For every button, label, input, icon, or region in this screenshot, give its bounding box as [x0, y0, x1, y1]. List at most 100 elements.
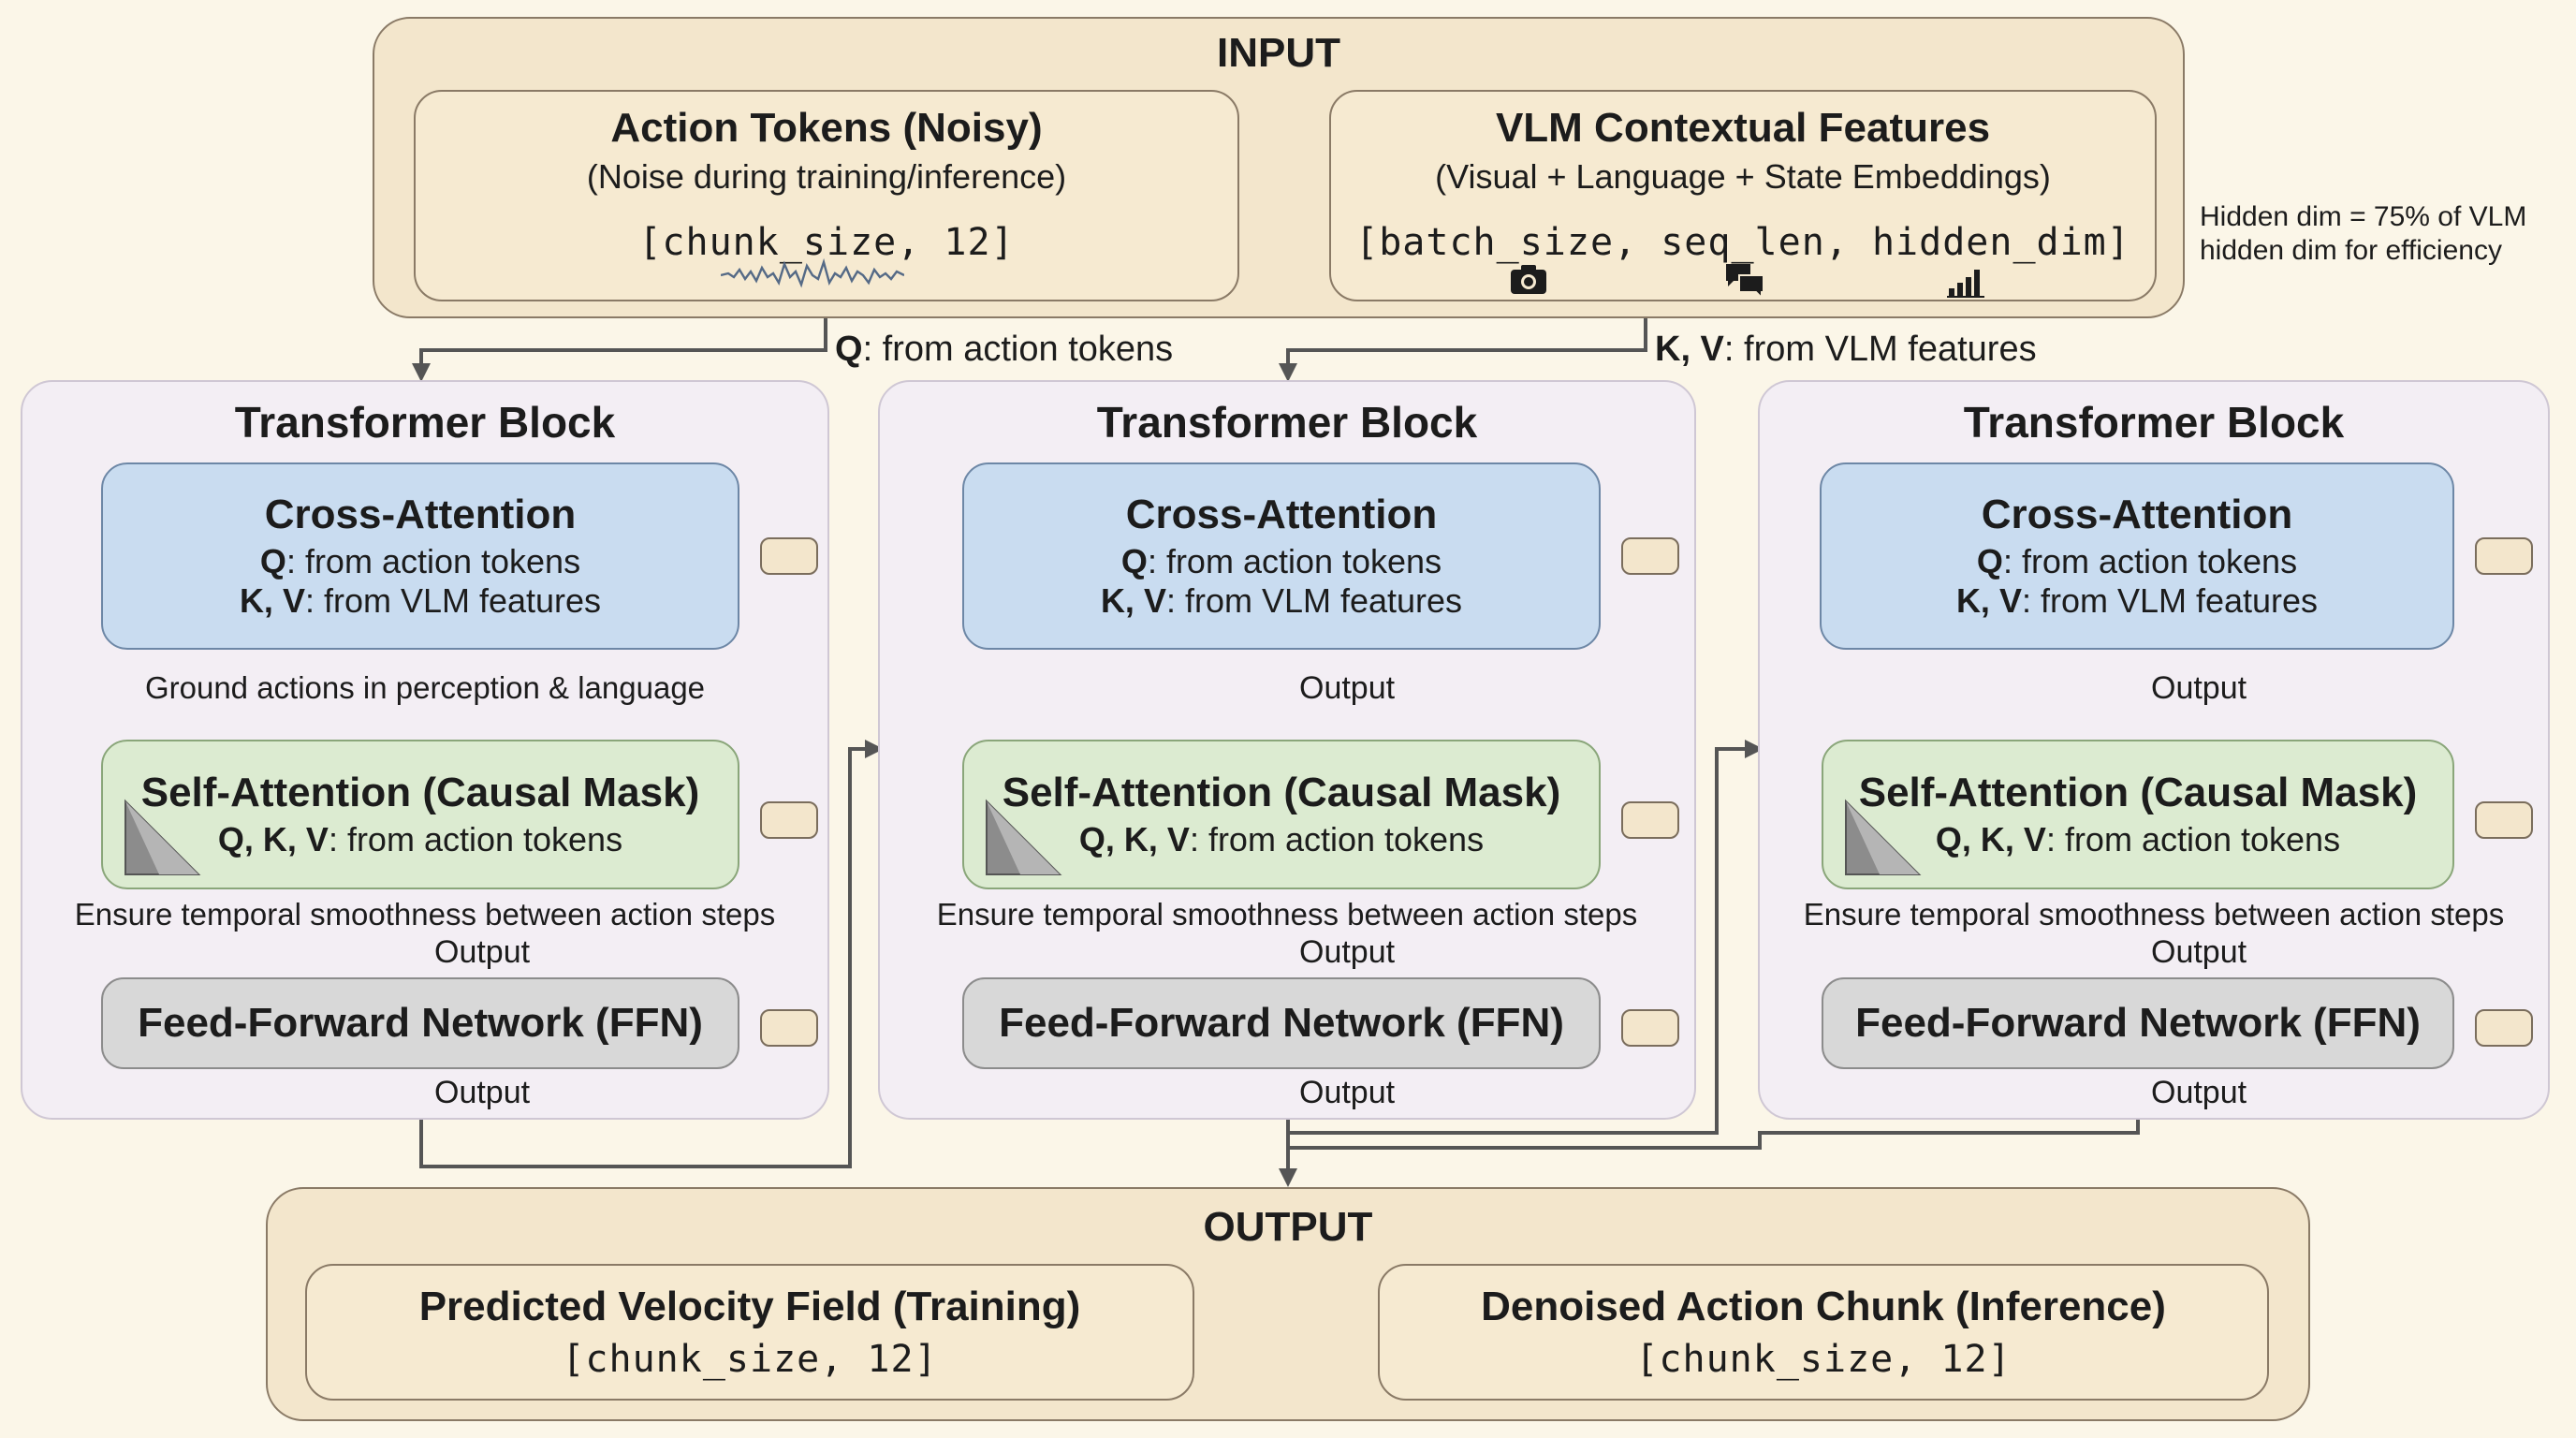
- block-1-cross-q: Q: from action tokens: [260, 542, 580, 581]
- block-2-cross-kv-rest: : from VLM features: [1165, 581, 1463, 620]
- block-1-title: Transformer Block: [234, 398, 616, 447]
- block-2-self-qkv-rest: : from action tokens: [1189, 820, 1485, 858]
- denoised-chunk-shape: [chunk_size, 12]: [1635, 1338, 2012, 1381]
- block-3-self-qkv-bold: Q, K, V: [1935, 820, 2046, 858]
- action-tokens-title: Action Tokens (Noisy): [610, 105, 1043, 151]
- block-3-ffn-title: Feed-Forward Network (FFN): [1855, 1000, 2421, 1046]
- block-3-output-label-2: Output: [2151, 1075, 2247, 1110]
- block-1-ffn: Feed-Forward Network (FFN): [101, 977, 739, 1069]
- block-2-cross-kv-bold: K, V: [1100, 581, 1166, 620]
- block-1-residual-node-2: [760, 801, 818, 839]
- action-tokens-subtitle: (Noise during training/inference): [586, 157, 1067, 196]
- block-2-between-label: Output: [1299, 670, 1396, 706]
- block-1-cross-attention: Cross-Attention Q: from action tokens K,…: [101, 462, 739, 650]
- block-3-cross-kv-bold: K, V: [1955, 581, 2022, 620]
- vlm-features-title: VLM Contextual Features: [1495, 105, 1991, 151]
- block-2-cross-q: Q: from action tokens: [1121, 542, 1442, 581]
- block-1-residual-node-1: [760, 537, 818, 575]
- block-1-self-qkv-rest: : from action tokens: [328, 820, 623, 858]
- block-2-output-label-1: Output: [1299, 934, 1396, 970]
- block-3-cross-kv-rest: : from VLM features: [2021, 581, 2319, 620]
- block-1-ffn-title: Feed-Forward Network (FFN): [138, 1000, 703, 1046]
- block-3-output-label-1: Output: [2151, 934, 2247, 970]
- block-2-cross-attention: Cross-Attention Q: from action tokens K,…: [962, 462, 1601, 650]
- block-1-residual-node-3: [760, 1009, 818, 1047]
- block-3-residual-node-1: [2475, 537, 2533, 575]
- kv-connector-label: K, V: from VLM features: [1655, 330, 2037, 370]
- denoised-chunk-box: Denoised Action Chunk (Inference) [chunk…: [1378, 1264, 2269, 1401]
- block-2-self-title: Self-Attention (Causal Mask): [1002, 770, 1561, 815]
- velocity-field-box: Predicted Velocity Field (Training) [chu…: [305, 1264, 1194, 1401]
- block-2-cross-q-rest: : from action tokens: [1147, 542, 1442, 580]
- input-title: INPUT: [1217, 30, 1340, 76]
- block-1-cross-q-bold: Q: [259, 542, 286, 580]
- block-3-title: Transformer Block: [1963, 398, 2345, 447]
- kv-connector-label-bold: K, V: [1655, 330, 1724, 369]
- hidden-dim-note-line2: hidden dim for efficiency: [2200, 235, 2502, 266]
- block-2-title: Transformer Block: [1096, 398, 1478, 447]
- block-2-self-attention: Self-Attention (Causal Mask) Q, K, V: fr…: [962, 740, 1601, 889]
- vlm-features-shape: [batch_size, seq_len, hidden_dim]: [1355, 221, 2130, 264]
- block-2-causal-mask-icon: [986, 799, 1062, 875]
- block-3-residual-node-2: [2475, 801, 2533, 839]
- block-3-self-qkv: Q, K, V: from action tokens: [1936, 820, 2340, 859]
- action-tokens-box: Action Tokens (Noisy) (Noise during trai…: [414, 90, 1239, 301]
- block-1-cross-kv: K, V: from VLM features: [240, 581, 601, 621]
- block-2-self-qkv-bold: Q, K, V: [1078, 820, 1190, 858]
- block-1-causal-mask-icon: [124, 799, 201, 875]
- block-1-cross-kv-bold: K, V: [239, 581, 305, 620]
- block-3-residual-node-3: [2475, 1009, 2533, 1047]
- hidden-dim-note-line1: Hidden dim = 75% of VLM: [2200, 201, 2527, 232]
- block-3-self-title: Self-Attention (Causal Mask): [1858, 770, 2418, 815]
- output-title: OUTPUT: [1203, 1204, 1373, 1250]
- velocity-field-shape: [chunk_size, 12]: [562, 1338, 938, 1381]
- block-1-cross-kv-rest: : from VLM features: [304, 581, 602, 620]
- block-1-cross-title: Cross-Attention: [264, 492, 577, 537]
- chat-icon: [1726, 264, 1764, 298]
- block-2-residual-node-3: [1621, 1009, 1679, 1047]
- block-1-self-qkv: Q, K, V: from action tokens: [218, 820, 622, 859]
- block-1-cross-q-rest: : from action tokens: [285, 542, 581, 580]
- block-3-ffn: Feed-Forward Network (FFN): [1822, 977, 2454, 1069]
- signal-bars-icon: [1947, 270, 1984, 298]
- block-2-residual-node-2: [1621, 801, 1679, 839]
- block-3-self-attention: Self-Attention (Causal Mask) Q, K, V: fr…: [1822, 740, 2454, 889]
- kv-connector-label-rest: : from VLM features: [1723, 330, 2037, 369]
- block-2-cross-q-bold: Q: [1120, 542, 1148, 580]
- block-3-cross-q-rest: : from action tokens: [2002, 542, 2298, 580]
- block-3-cross-kv: K, V: from VLM features: [1956, 581, 2318, 621]
- block-1-output-label-2: Output: [434, 1075, 531, 1110]
- block-3-between-label: Output: [2151, 670, 2247, 706]
- velocity-field-title: Predicted Velocity Field (Training): [418, 1284, 1081, 1329]
- hidden-dim-note: Hidden dim = 75% of VLM hidden dim for e…: [2200, 200, 2526, 268]
- block-3-smooth-label: Ensure temporal smoothness between actio…: [1803, 897, 2505, 932]
- vlm-features-subtitle: (Visual + Language + State Embeddings): [1435, 157, 2051, 196]
- block-2-cross-title: Cross-Attention: [1125, 492, 1438, 537]
- camera-icon: [1511, 265, 1546, 294]
- q-connector-label-rest: : from action tokens: [862, 330, 1174, 369]
- q-connector-label-bold: Q: [835, 330, 863, 369]
- block-2-residual-node-1: [1621, 537, 1679, 575]
- block-3-cross-attention: Cross-Attention Q: from action tokens K,…: [1820, 462, 2454, 650]
- block-2-cross-kv: K, V: from VLM features: [1101, 581, 1462, 621]
- block-1-self-title: Self-Attention (Causal Mask): [140, 770, 700, 815]
- block-2-smooth-label: Ensure temporal smoothness between actio…: [936, 897, 1638, 932]
- block-3-self-qkv-rest: : from action tokens: [2045, 820, 2341, 858]
- block-2-ffn-title: Feed-Forward Network (FFN): [999, 1000, 1564, 1046]
- action-tokens-shape: [chunk_size, 12]: [638, 221, 1015, 264]
- noise-waveform-icon: [721, 257, 904, 288]
- block-1-self-attention: Self-Attention (Causal Mask) Q, K, V: fr…: [101, 740, 739, 889]
- block-2-ffn: Feed-Forward Network (FFN): [962, 977, 1601, 1069]
- block-3-causal-mask-icon: [1845, 799, 1922, 875]
- block-2-output-label-2: Output: [1299, 1075, 1396, 1110]
- denoised-chunk-title: Denoised Action Chunk (Inference): [1481, 1284, 2166, 1329]
- block-1-between-label: Ground actions in perception & language: [144, 670, 706, 705]
- q-connector-label: Q: from action tokens: [835, 330, 1173, 370]
- block-1-smooth-label: Ensure temporal smoothness between actio…: [74, 897, 776, 932]
- block-1-self-qkv-bold: Q, K, V: [217, 820, 329, 858]
- block-3-cross-title: Cross-Attention: [1981, 492, 2293, 537]
- block-2-self-qkv: Q, K, V: from action tokens: [1079, 820, 1484, 859]
- block-3-cross-q: Q: from action tokens: [1977, 542, 2297, 581]
- block-1-output-label-1: Output: [434, 934, 531, 970]
- block-3-cross-q-bold: Q: [1976, 542, 2003, 580]
